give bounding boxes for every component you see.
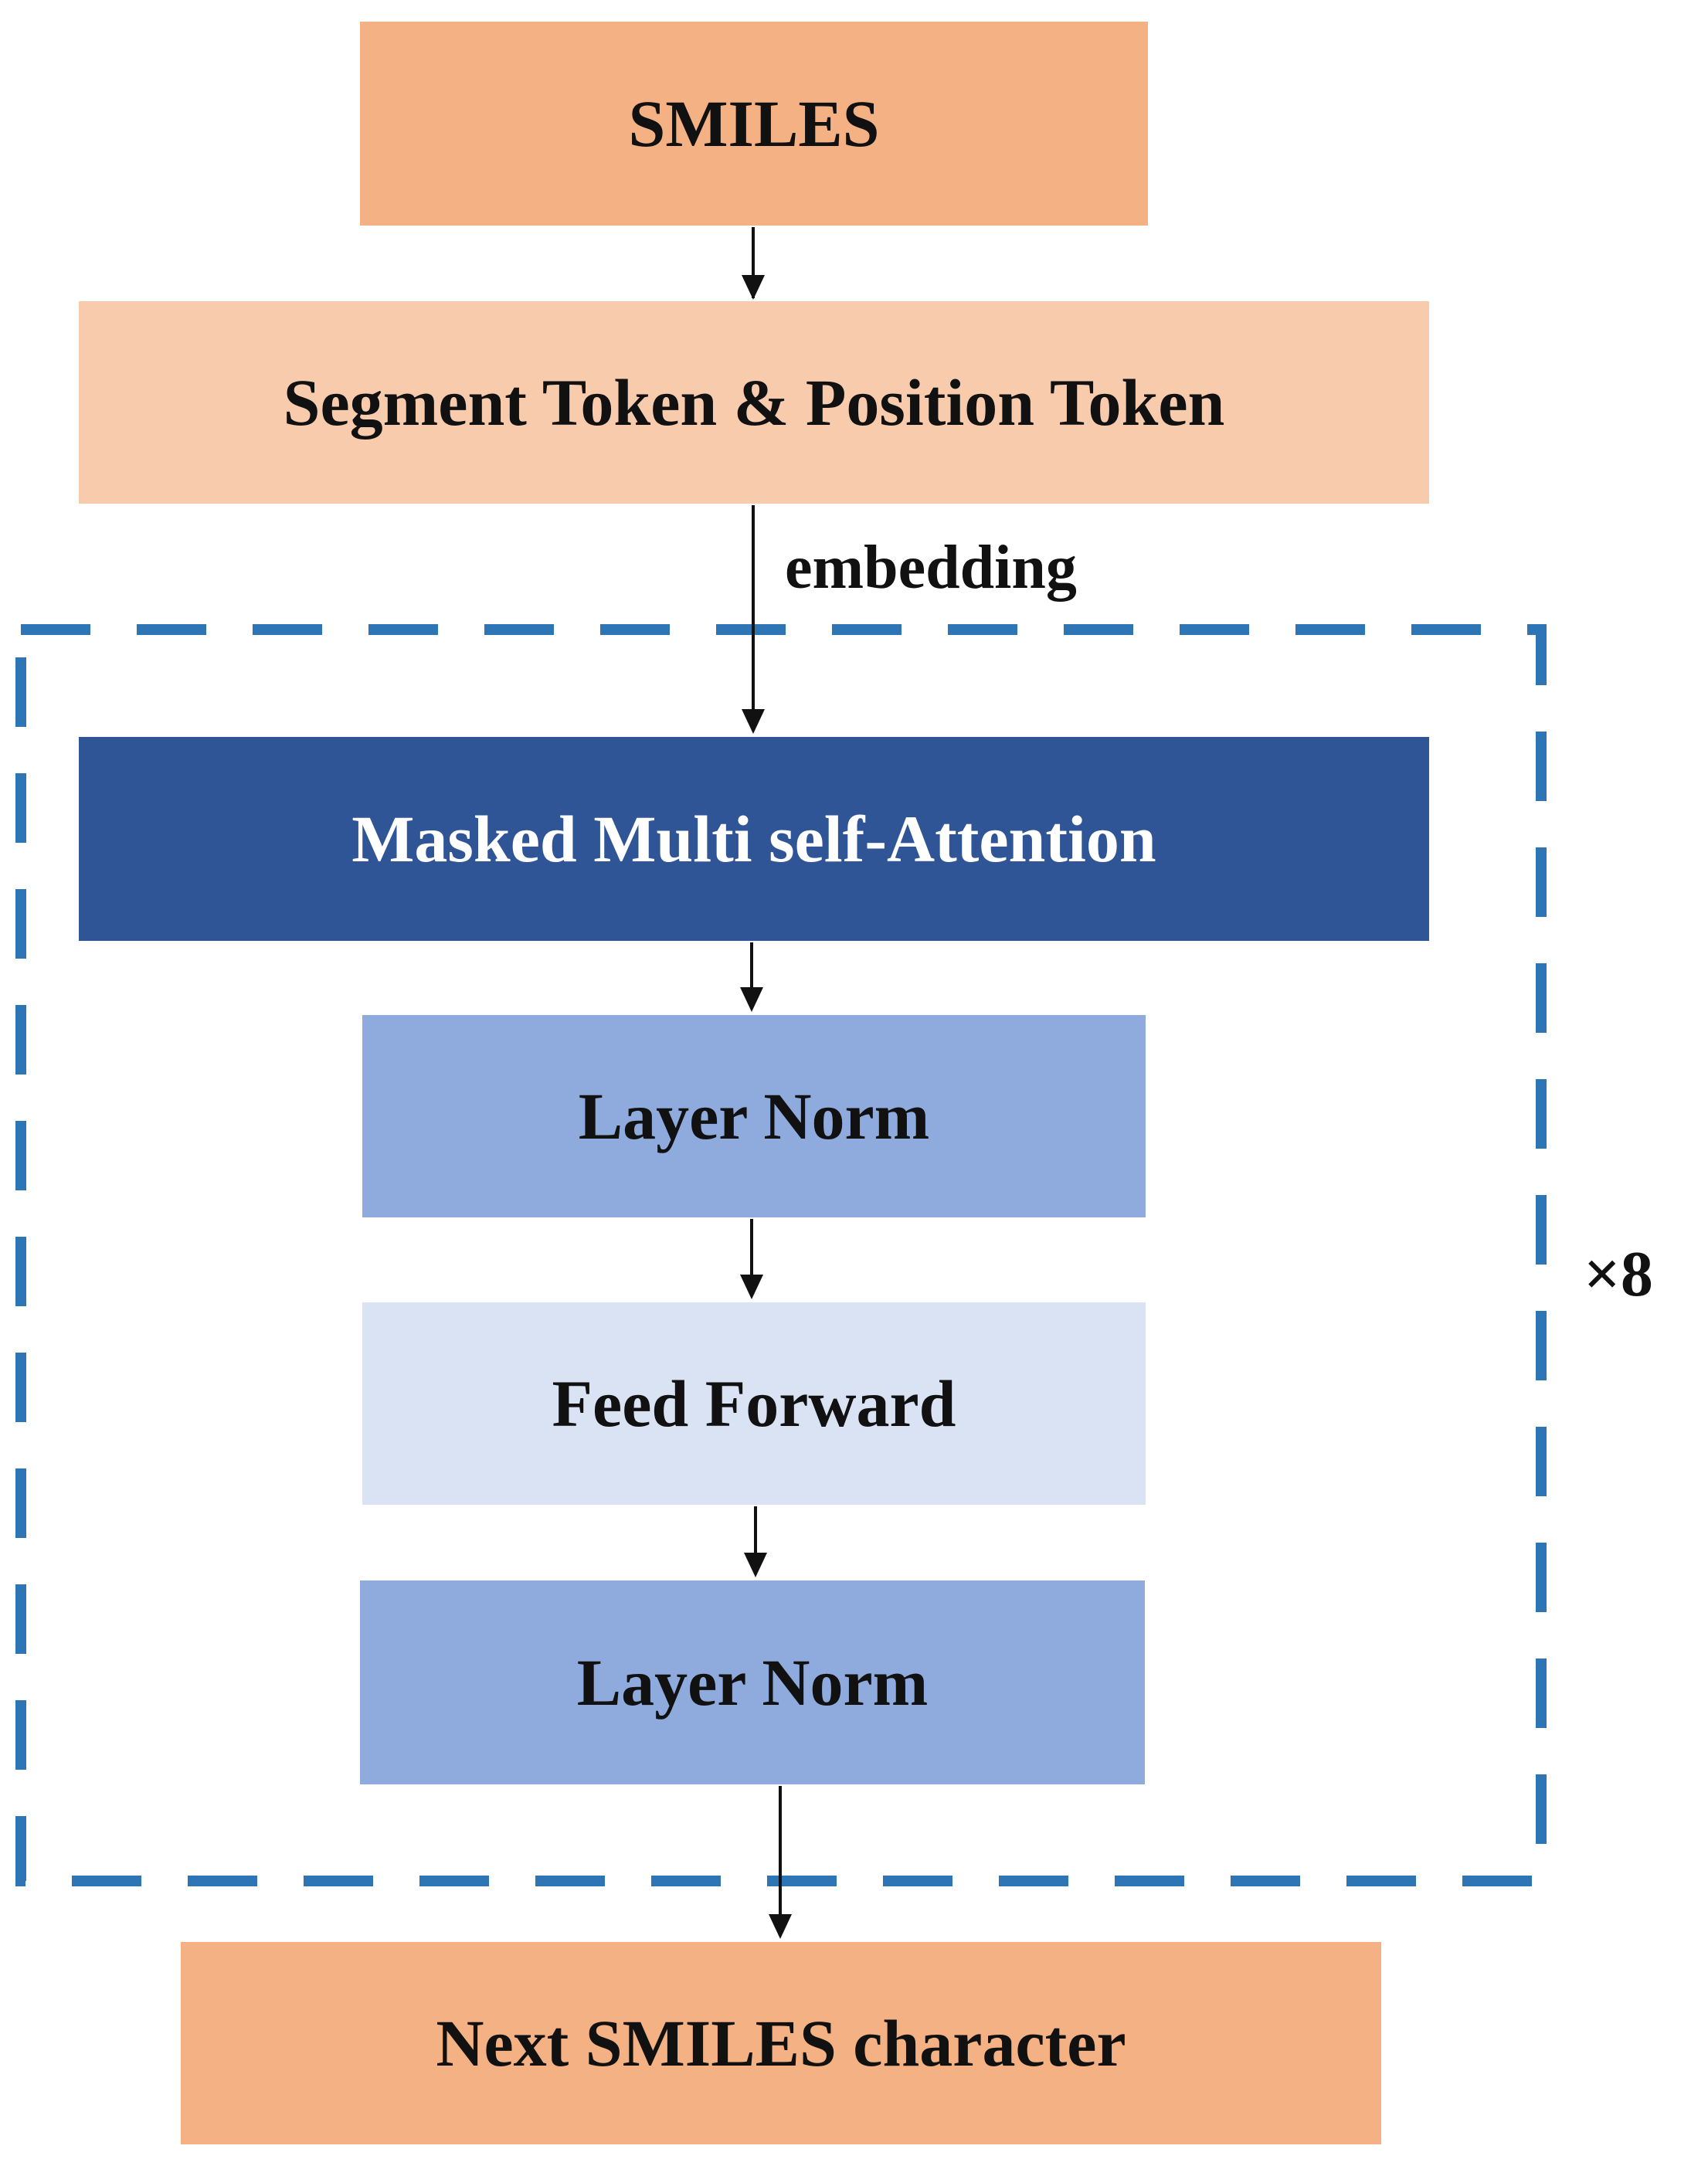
layer-norm-node-1: Layer Norm: [362, 1015, 1146, 1217]
layer-norm-node-2: Layer Norm: [360, 1580, 1145, 1784]
layer-norm-label-1: Layer Norm: [578, 1079, 930, 1153]
edge-norm1-to-ff-arrowhead: [740, 1275, 763, 1299]
masked-multi-self-attention-node: Masked Multi self-Attention: [79, 737, 1429, 941]
layer-norm-label-2: Layer Norm: [576, 1645, 929, 1720]
smiles-input-node: SMILES: [360, 22, 1148, 226]
masked-multi-self-attention-label: Masked Multi self-Attention: [351, 802, 1156, 876]
smiles-input-label: SMILES: [628, 87, 880, 161]
feed-forward-label: Feed Forward: [552, 1366, 956, 1441]
edge-attention-to-norm1-arrowhead: [740, 987, 763, 1012]
next-smiles-character-node: Next SMILES character: [181, 1942, 1381, 2144]
edge-smiles-to-token-arrowhead: [742, 275, 765, 300]
embedding-edge-label: embedding: [785, 534, 1077, 602]
next-smiles-character-label: Next SMILES character: [436, 2006, 1126, 2080]
repeat-count-label: ×8: [1584, 1238, 1653, 1310]
segment-position-token-node: Segment Token & Position Token: [79, 301, 1429, 504]
edge-token-to-attention-arrowhead: [742, 709, 765, 734]
edge-ff-to-norm2-arrowhead: [744, 1553, 767, 1577]
feed-forward-node: Feed Forward: [362, 1302, 1146, 1505]
segment-position-token-label: Segment Token & Position Token: [283, 365, 1225, 440]
edge-norm2-to-next-arrowhead: [769, 1914, 792, 1939]
